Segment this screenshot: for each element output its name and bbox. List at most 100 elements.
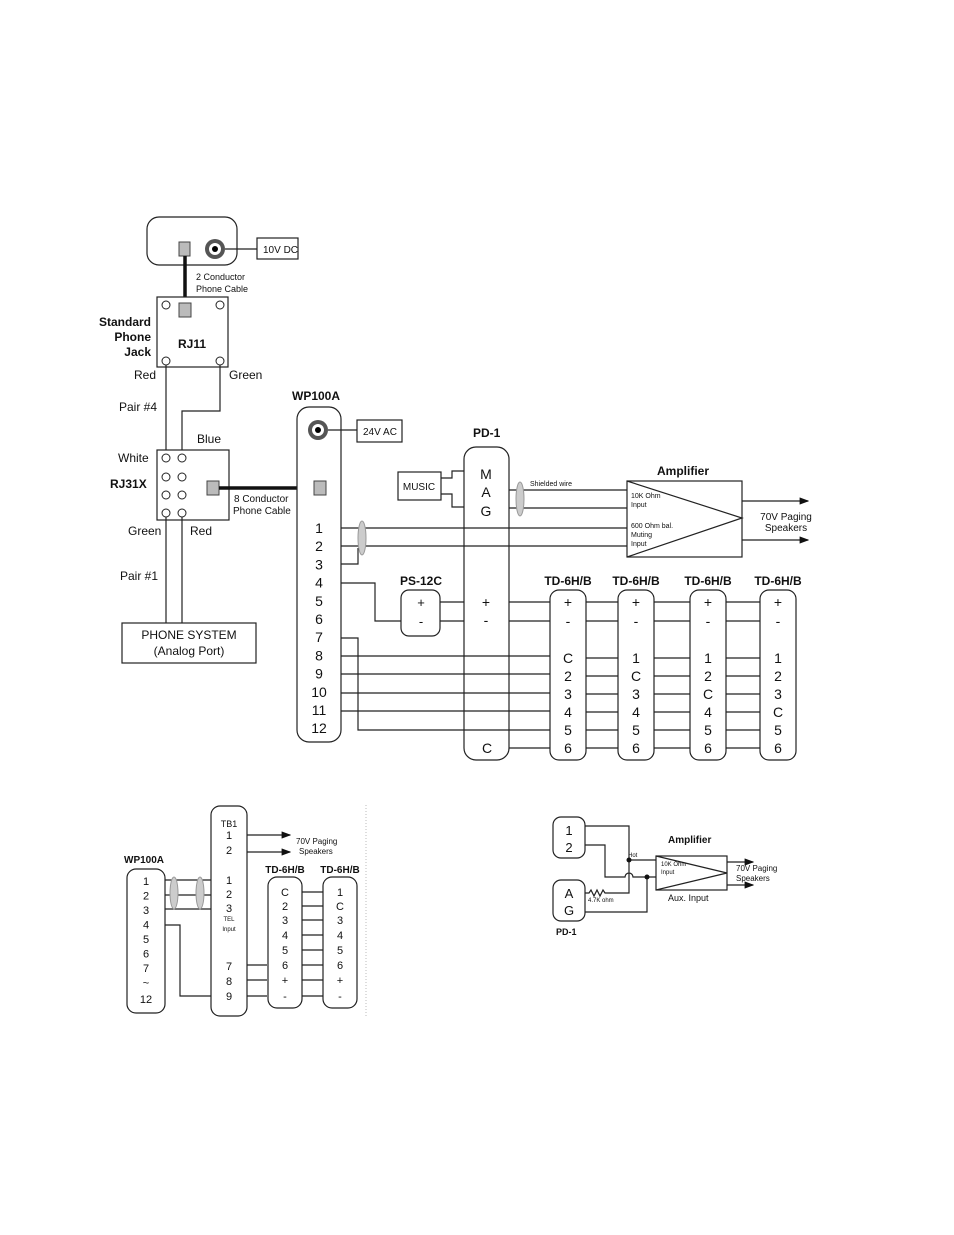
terminal-label: G bbox=[564, 903, 574, 918]
wp100a-terminal: 2 bbox=[315, 538, 323, 554]
td6hb-title: TD-6H/B bbox=[320, 865, 359, 876]
inset-wp100a-title: WP100A bbox=[124, 855, 164, 866]
phone-connector-icon bbox=[178, 241, 191, 257]
td6hb-terminal: C bbox=[281, 887, 289, 899]
screw-icon bbox=[161, 472, 171, 482]
td6hb-title: TD-6H/B bbox=[544, 574, 592, 588]
wp100a-terminal: 11 bbox=[312, 702, 327, 718]
tb1-terminal: 2 bbox=[226, 889, 232, 901]
ps12c-unit bbox=[400, 589, 441, 637]
terminal-label: 2 bbox=[565, 840, 572, 855]
td6hb-terminal: 3 bbox=[632, 686, 640, 702]
inset-wp100a-terminal: ~ bbox=[143, 978, 149, 990]
td6hb-terminal: 4 bbox=[282, 930, 288, 942]
td6hb-terminal: + bbox=[632, 594, 640, 610]
tb1-terminal: 7 bbox=[226, 961, 232, 973]
td6hb-title: TD-6H/B bbox=[754, 574, 802, 588]
td6hb-terminal: + bbox=[564, 594, 572, 610]
power-10v-box bbox=[256, 237, 299, 260]
td6hb-title: TD-6H/B bbox=[684, 574, 732, 588]
rj31x-jack bbox=[156, 449, 230, 521]
shielded-wire bbox=[509, 489, 627, 509]
td6hb-terminal: 4 bbox=[704, 704, 712, 720]
terminal-label: A bbox=[565, 886, 574, 901]
wp100a-terminal: 7 bbox=[315, 629, 323, 645]
td6hb-terminal: 5 bbox=[282, 945, 288, 957]
td6hb-terminal: 2 bbox=[704, 668, 712, 684]
td6hb-terminal: 6 bbox=[632, 740, 640, 756]
amplifier-triangle-icon bbox=[626, 480, 744, 558]
output-label: Speakers bbox=[736, 874, 770, 883]
inset-wp100a-terminal: 1 bbox=[143, 876, 149, 888]
td6hb-terminal: 1 bbox=[632, 650, 640, 666]
ps12c-wires bbox=[341, 582, 464, 622]
screw-icon bbox=[177, 453, 187, 463]
pd1-terminal: A bbox=[481, 484, 491, 500]
phone-system-label: PHONE SYSTEM bbox=[141, 628, 236, 642]
output-label: Speakers bbox=[299, 847, 333, 856]
inset-wp100a-unit bbox=[126, 868, 166, 1014]
td6hb-unit bbox=[322, 876, 358, 1009]
wp100a-terminal: 8 bbox=[315, 647, 323, 663]
rj11-label: RJ11 bbox=[178, 337, 206, 351]
shield-icon bbox=[195, 876, 205, 910]
wp100a-terminal: 1 bbox=[315, 520, 323, 536]
td6hb-terminal: - bbox=[338, 991, 342, 1003]
tb1-terminal: 3 bbox=[226, 903, 232, 915]
pd1-terminal: C bbox=[482, 740, 492, 756]
pair-label: Pair #4 bbox=[119, 400, 157, 414]
td6hb-terminal: 6 bbox=[282, 960, 288, 972]
td6hb-terminal: + bbox=[282, 975, 288, 987]
phone-connector-icon bbox=[313, 480, 327, 496]
td6hb-terminal: 4 bbox=[337, 930, 343, 942]
shield-icon bbox=[357, 520, 367, 556]
cable-label: 8 Conductor bbox=[234, 494, 289, 505]
amp-input-label: 10K Ohm bbox=[631, 493, 661, 500]
tb1-terminal: TEL bbox=[223, 917, 235, 923]
wp100a-terminal: 5 bbox=[315, 593, 323, 609]
td6hb-terminal: 3 bbox=[337, 915, 343, 927]
td6hb-terminal: 1 bbox=[337, 887, 343, 899]
td6hb-terminal: 6 bbox=[337, 960, 343, 972]
aux-wires bbox=[585, 825, 656, 913]
td6hb-terminal: + bbox=[774, 594, 782, 610]
wire-color-label: Red bbox=[190, 524, 212, 538]
tb1-terminal: Input bbox=[222, 927, 236, 933]
ps12c-title: PS-12C bbox=[400, 574, 442, 588]
td6hb-title: TD-6H/B bbox=[612, 574, 660, 588]
power-24v-label: 24V AC bbox=[363, 427, 397, 438]
amplifier-title: Amplifier bbox=[668, 835, 711, 846]
td6hb-title: TD-6H/B bbox=[265, 865, 304, 876]
cable-label: 2 Conductor bbox=[196, 272, 245, 282]
td6hb-unit bbox=[689, 589, 727, 761]
td6hb-terminal: 3 bbox=[564, 686, 572, 702]
td6hb-terminal: 2 bbox=[774, 668, 782, 684]
jack-title: Jack bbox=[124, 345, 151, 359]
phone-system-label: (Analog Port) bbox=[154, 644, 225, 658]
shield-icon bbox=[169, 876, 179, 910]
td6hb-terminal: 5 bbox=[337, 945, 343, 957]
pd1-terminal: - bbox=[484, 612, 489, 628]
rj11-jack: RJ11 bbox=[156, 296, 229, 368]
terminal-label: 1 bbox=[565, 823, 572, 838]
phone-system-box bbox=[121, 622, 257, 664]
screw-icon bbox=[161, 453, 171, 463]
cable-label: Phone Cable bbox=[233, 506, 291, 517]
amplifier-triangle-icon bbox=[655, 855, 728, 891]
output-label: 70V Paging bbox=[736, 864, 777, 873]
td-bus-wires bbox=[341, 601, 550, 749]
tb1-terminal: 9 bbox=[226, 991, 232, 1003]
screw-icon bbox=[177, 508, 187, 518]
pair1-wires bbox=[165, 517, 183, 623]
wp100a-terminal: 4 bbox=[315, 575, 323, 591]
wp100a-terminal: 10 bbox=[311, 684, 327, 700]
pair4-wires bbox=[165, 365, 221, 454]
td6hb-terminal: 2 bbox=[564, 668, 572, 684]
amp-input-label: Input bbox=[631, 541, 647, 548]
wire-color-label: Red bbox=[134, 368, 156, 382]
pd1-terminal: M bbox=[480, 466, 492, 482]
amplifier-box bbox=[626, 480, 743, 558]
junction-dot bbox=[644, 874, 650, 880]
tb1-terminal: 1 bbox=[226, 830, 232, 842]
td6hb-terminal: C bbox=[773, 704, 783, 720]
